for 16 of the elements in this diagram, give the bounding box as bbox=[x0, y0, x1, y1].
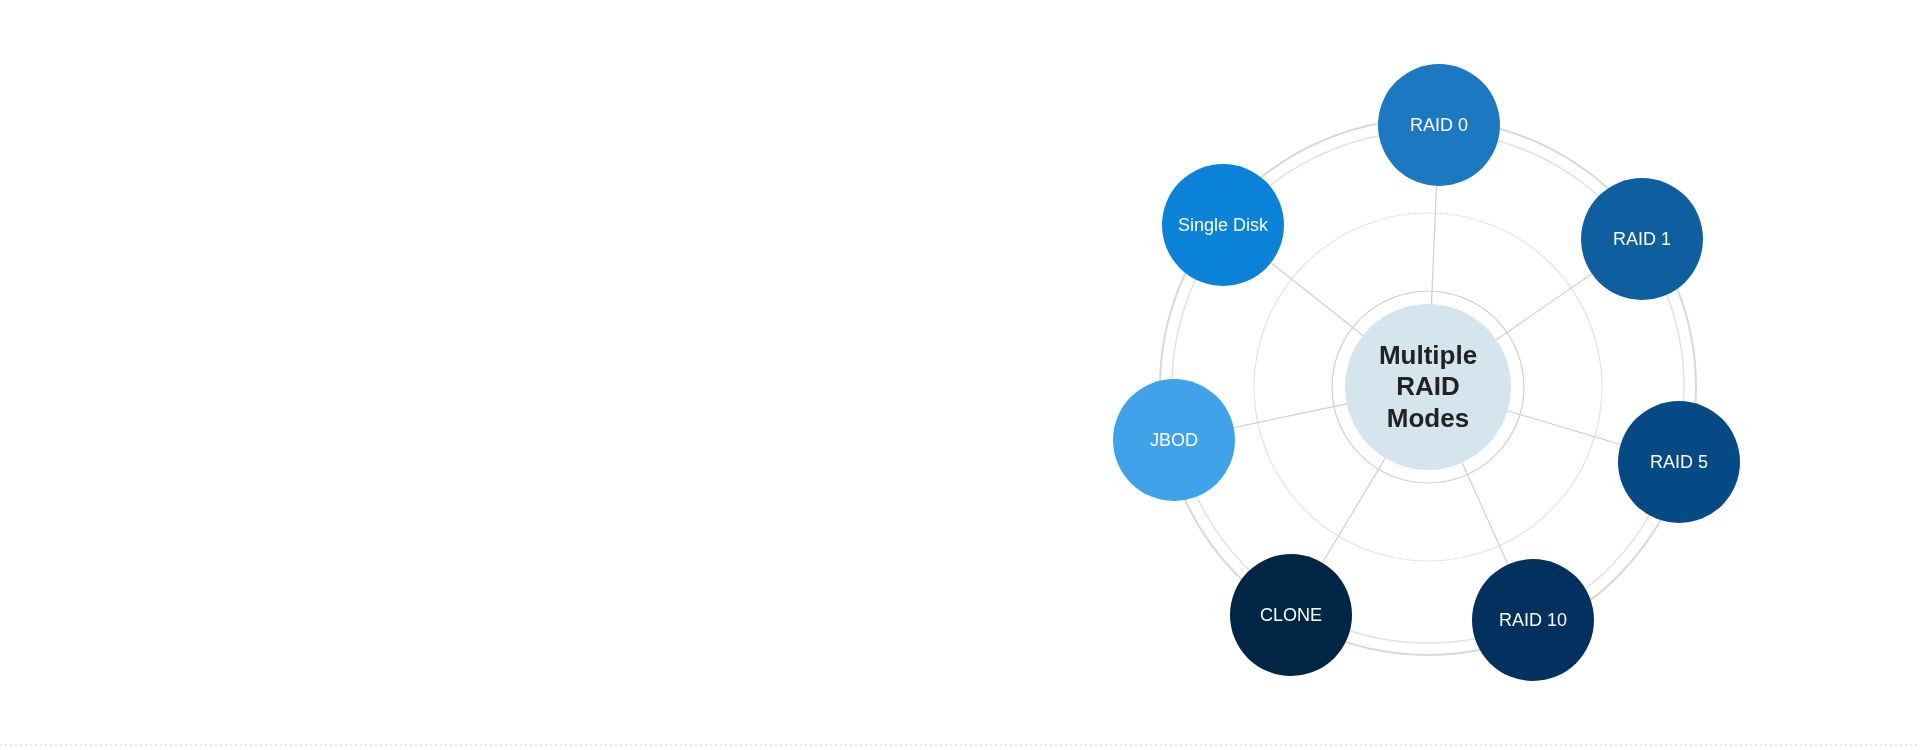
mode-label: Single Disk bbox=[1176, 213, 1269, 237]
mode-label: RAID 0 bbox=[1409, 113, 1469, 137]
mode-label: RAID 10 bbox=[1498, 608, 1568, 632]
mode-label: RAID 5 bbox=[1649, 450, 1709, 474]
connector-line bbox=[1506, 410, 1622, 446]
center-title: Multiple RAID Modes bbox=[1377, 340, 1479, 434]
connector-line bbox=[1430, 185, 1438, 305]
mode-label: RAID 1 bbox=[1612, 227, 1672, 251]
connector-line bbox=[1233, 403, 1348, 429]
connector-line bbox=[1461, 462, 1509, 565]
center-circle bbox=[1345, 304, 1511, 470]
connector-line bbox=[1321, 457, 1386, 564]
connector-line bbox=[1270, 262, 1364, 337]
mode-label: JBOD bbox=[1149, 428, 1199, 452]
connector-line bbox=[1495, 273, 1593, 341]
mode-label: CLONE bbox=[1259, 603, 1323, 627]
